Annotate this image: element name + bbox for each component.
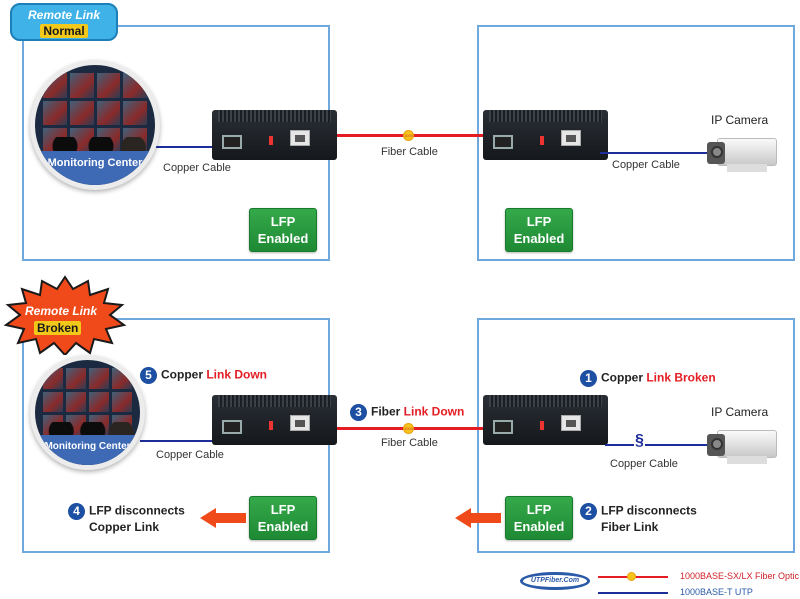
remote-link-broken-burst-icon bbox=[3, 275, 127, 355]
top-fiber-label: Fiber Cable bbox=[381, 146, 438, 158]
bottom-right-media-converter bbox=[483, 395, 608, 445]
step-2: 2 LFP disconnects Fiber Link bbox=[580, 503, 697, 535]
legend-fiber-label: 1000BASE-SX/LX Fiber Optic bbox=[680, 571, 800, 581]
rj45-port-icon bbox=[290, 415, 310, 431]
lfp-line1: LFP bbox=[270, 214, 296, 229]
lfp-line1: LFP bbox=[270, 502, 296, 517]
bottom-left-lfp-enabled: LFP Enabled bbox=[249, 496, 317, 540]
bottom-right-copper-label: Copper Cable bbox=[610, 458, 678, 470]
fiber-connector-icon: 1000 bbox=[403, 423, 414, 434]
step-number: 3 bbox=[350, 404, 367, 421]
top-left-copper-label: Copper Cable bbox=[163, 162, 231, 174]
bottom-left-copper-label: Copper Cable bbox=[156, 449, 224, 461]
badge-line2: Broken bbox=[34, 321, 82, 335]
bottom-right-lfp-enabled: LFP Enabled bbox=[505, 496, 573, 540]
rj45-port-icon bbox=[561, 415, 581, 431]
bottom-left-media-converter bbox=[212, 395, 337, 445]
left-arrow-icon bbox=[455, 508, 501, 528]
top-right-lfp-enabled: LFP Enabled bbox=[505, 208, 573, 252]
step-text: LFP disconnects bbox=[601, 503, 697, 518]
step-text: LFP disconnects bbox=[89, 503, 185, 518]
lfp-line2: Enabled bbox=[257, 231, 309, 246]
sfp-port-icon bbox=[222, 135, 242, 149]
remote-link-broken-badge: Remote Link Broken bbox=[0, 275, 130, 355]
step-highlight: Link Down bbox=[206, 367, 268, 382]
sfp-port-icon bbox=[493, 135, 513, 149]
step-number: 4 bbox=[68, 503, 85, 520]
step-text-line2: Fiber Link bbox=[601, 520, 659, 534]
step-number: 2 bbox=[580, 503, 597, 520]
top-right-copper-cable bbox=[600, 152, 710, 154]
step-highlight: Link Broken bbox=[646, 370, 716, 385]
left-arrow-icon bbox=[200, 508, 246, 528]
fiber-connector-icon: 1000 bbox=[403, 130, 414, 141]
step-1: 1 Copper Link Broken bbox=[580, 370, 716, 387]
top-right-copper-label: Copper Cable bbox=[612, 159, 680, 171]
utpfiber-logo: UTPFiber.Com bbox=[520, 572, 590, 590]
top-left-media-converter bbox=[212, 110, 337, 160]
step-5: 5 Copper Link Down bbox=[140, 367, 267, 384]
step-4: 4 LFP disconnects Copper Link bbox=[68, 503, 185, 535]
ip-camera-icon bbox=[707, 134, 777, 174]
step-text-line2: Copper Link bbox=[89, 520, 160, 534]
rj45-port-icon bbox=[290, 130, 310, 146]
step-text: Copper bbox=[601, 370, 647, 385]
step-3: 3 Fiber Link Down bbox=[350, 404, 464, 421]
lfp-line2: Enabled bbox=[257, 519, 309, 534]
step-number: 1 bbox=[580, 370, 597, 387]
badge-line2: Normal bbox=[40, 24, 88, 38]
monitoring-center-image: Monitoring Center bbox=[30, 355, 145, 470]
top-right-media-converter bbox=[483, 110, 608, 160]
legend-utp-line bbox=[598, 592, 668, 594]
fiber-connector-icon bbox=[627, 572, 636, 581]
step-text: Copper bbox=[161, 367, 207, 382]
lfp-line1: LFP bbox=[526, 502, 552, 517]
bottom-camera-label: IP Camera bbox=[711, 405, 769, 419]
bottom-fiber-label: Fiber Cable bbox=[381, 437, 438, 449]
top-left-copper-cable bbox=[150, 146, 220, 148]
badge-line1: Remote Link bbox=[25, 304, 98, 318]
ip-camera-icon bbox=[707, 426, 777, 466]
monitoring-center-label: Monitoring Center bbox=[35, 435, 140, 465]
bottom-right-copper-cable bbox=[605, 444, 710, 446]
top-camera-label: IP Camera bbox=[711, 113, 769, 127]
lfp-line2: Enabled bbox=[513, 519, 565, 534]
rj45-port-icon bbox=[561, 130, 581, 146]
top-left-lfp-enabled: LFP Enabled bbox=[249, 208, 317, 252]
remote-link-normal-badge: Remote Link Normal bbox=[10, 3, 118, 41]
sfp-port-icon bbox=[493, 420, 513, 434]
monitoring-center-label: Monitoring Center bbox=[35, 151, 155, 185]
step-text: Fiber bbox=[371, 404, 404, 419]
legend-utp-label: 1000BASE-T UTP bbox=[680, 587, 753, 597]
cable-break-icon: § bbox=[634, 432, 645, 450]
bottom-left-copper-cable bbox=[140, 440, 220, 442]
lfp-line1: LFP bbox=[526, 214, 552, 229]
sfp-port-icon bbox=[222, 420, 242, 434]
lfp-line2: Enabled bbox=[513, 231, 565, 246]
step-number: 5 bbox=[140, 367, 157, 384]
monitoring-center-image: Monitoring Center bbox=[30, 60, 160, 190]
step-highlight: Link Down bbox=[403, 404, 465, 419]
badge-line1: Remote Link bbox=[27, 8, 100, 22]
